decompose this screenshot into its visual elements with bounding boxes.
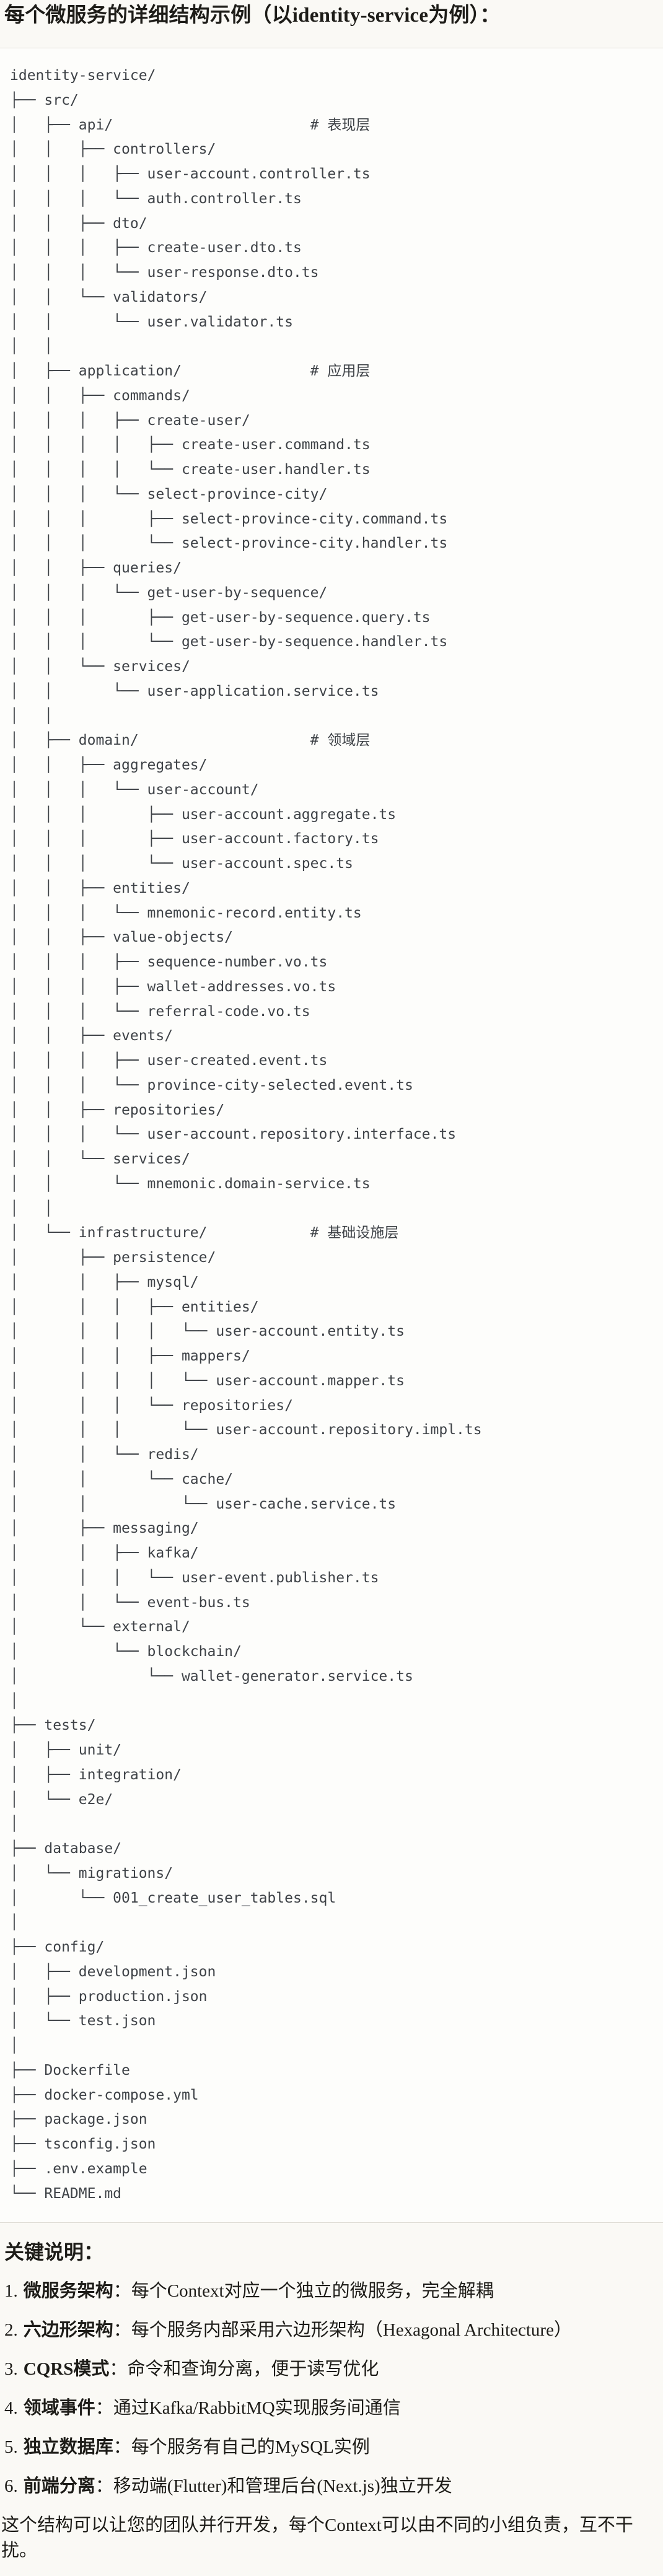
key-note-term: 独立数据库 xyxy=(23,2437,113,2458)
key-note-description: 通过Kafka/RabbitMQ实现服务间通信 xyxy=(113,2398,401,2419)
key-note-term: 领域事件 xyxy=(23,2398,95,2419)
key-note-item: 2.六边形架构：每个服务内部采用六边形架构（Hexagonal Architec… xyxy=(4,2318,659,2343)
key-note-term: 前端分离 xyxy=(23,2476,95,2497)
key-note-separator: ： xyxy=(113,2320,131,2341)
key-note-term: 六边形架构 xyxy=(23,2320,113,2341)
key-note-number: 6. xyxy=(4,2476,18,2497)
key-note-number: 3. xyxy=(4,2359,18,2380)
key-note-item: 5.独立数据库：每个服务有自己的MySQL实例 xyxy=(4,2435,659,2460)
key-note-item: 6.前端分离：移动端(Flutter)和管理后台(Next.js)独立开发 xyxy=(4,2474,659,2499)
key-note-number: 2. xyxy=(4,2320,18,2341)
key-note-description: 每个Context对应一个独立的微服务，完全解耦 xyxy=(131,2281,494,2302)
key-note-description: 每个服务内部采用六边形架构（Hexagonal Architecture） xyxy=(131,2320,572,2341)
key-note-separator: ： xyxy=(113,2281,131,2302)
key-note-description: 移动端(Flutter)和管理后台(Next.js)独立开发 xyxy=(113,2476,452,2497)
key-note-item: 1.微服务架构：每个Context对应一个独立的微服务，完全解耦 xyxy=(4,2279,659,2304)
page-title: 每个微服务的详细结构示例（以identity-service为例）： xyxy=(4,4,501,27)
key-note-separator: ： xyxy=(113,2437,131,2458)
directory-tree-code-block: identity-service/ ├── src/ │ ├── api/ # … xyxy=(0,48,663,2223)
key-note-description: 每个服务有自己的MySQL实例 xyxy=(131,2437,370,2458)
key-notes-list: 1.微服务架构：每个Context对应一个独立的微服务，完全解耦 2.六边形架构… xyxy=(0,2279,663,2499)
key-note-separator: ： xyxy=(95,2398,113,2419)
key-note-item: 3.CQRS模式：命令和查询分离，便于读写优化 xyxy=(4,2357,659,2382)
key-note-number: 4. xyxy=(4,2398,18,2419)
key-note-separator: ： xyxy=(109,2359,128,2380)
key-note-number: 5. xyxy=(4,2437,18,2458)
key-note-number: 1. xyxy=(4,2281,18,2302)
key-notes-heading: 关键说明： xyxy=(4,2241,104,2264)
key-note-item: 4.领域事件：通过Kafka/RabbitMQ实现服务间通信 xyxy=(4,2396,659,2421)
closing-paragraph: 这个结构可以让您的团队并行开发，每个Context可以由不同的小组负责，互不干扰… xyxy=(1,2515,633,2561)
key-note-term: 微服务架构 xyxy=(23,2281,113,2302)
key-note-term: CQRS模式 xyxy=(23,2359,110,2380)
key-note-description: 命令和查询分离，便于读写优化 xyxy=(127,2359,379,2380)
key-note-separator: ： xyxy=(95,2476,113,2497)
